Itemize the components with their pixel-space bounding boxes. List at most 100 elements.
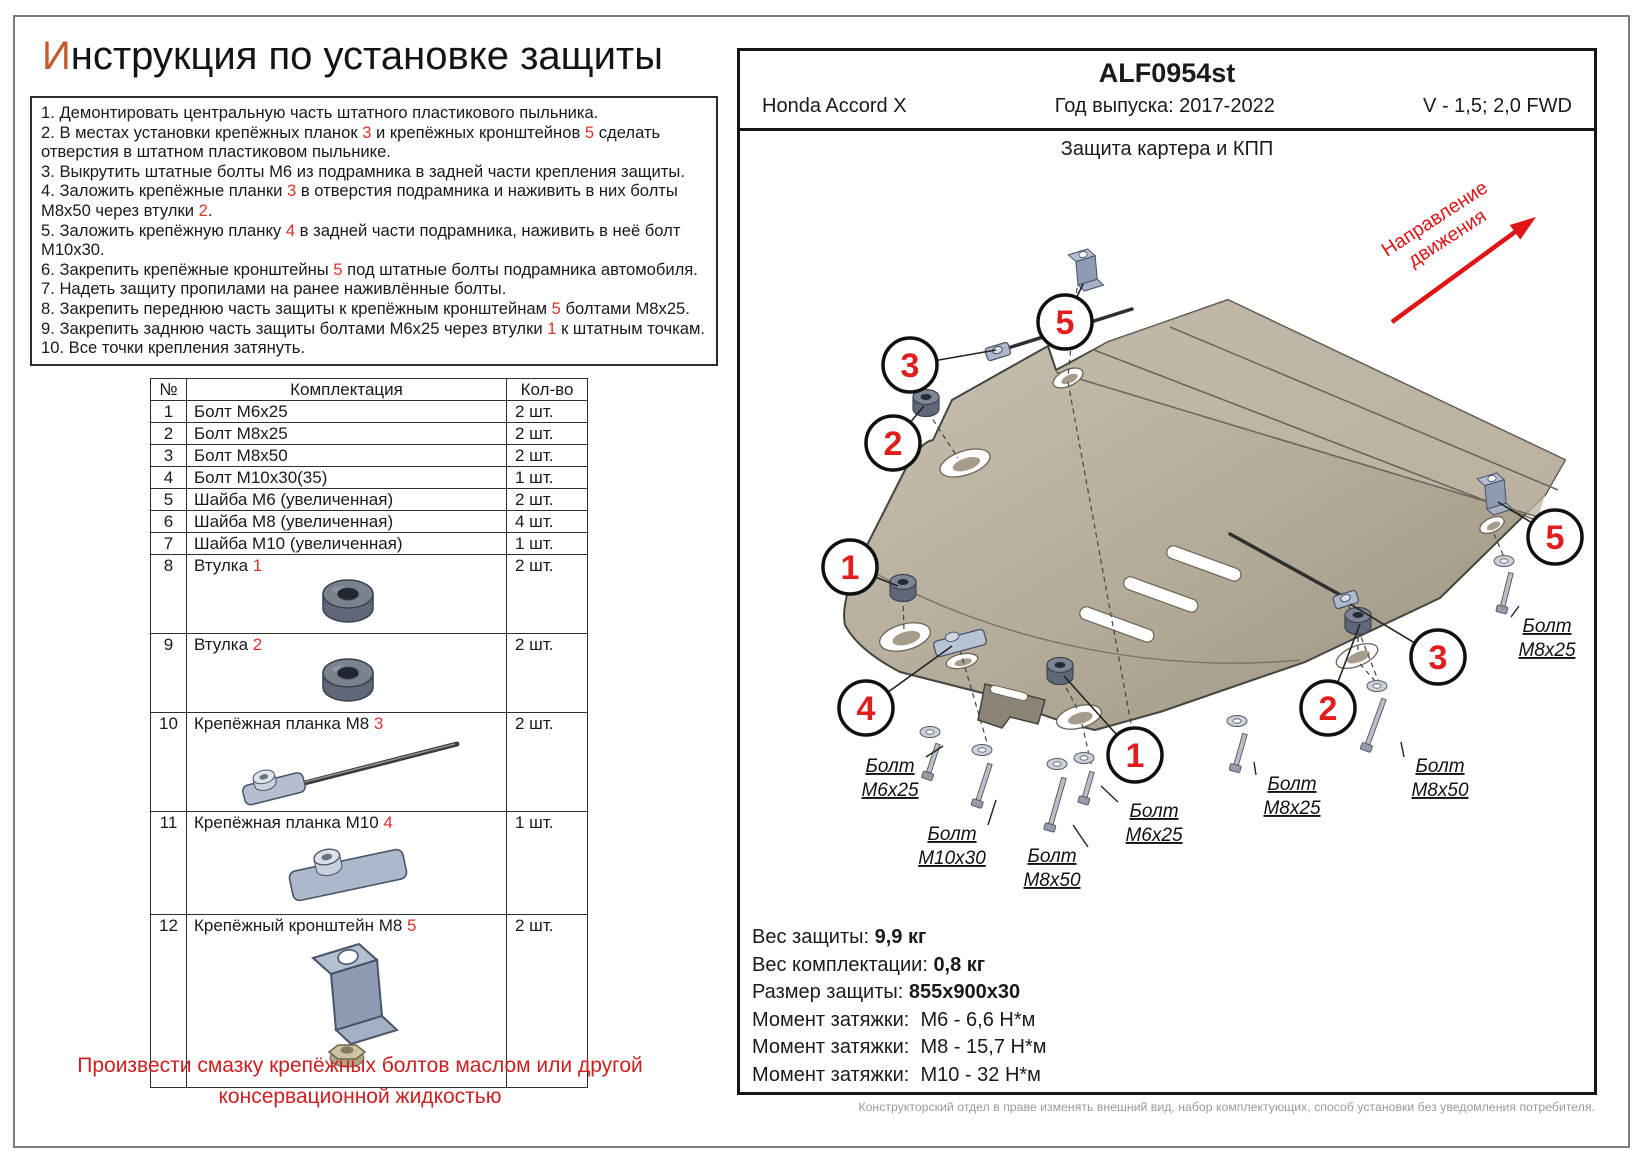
page-title: Инструкция по установке защиты [42, 34, 663, 79]
engine-variant: V - 1,5; 2,0 FWD [1423, 95, 1572, 117]
spec-line: Размер защиты: 855х900х30 [752, 981, 1021, 1003]
part-illustration-strip [194, 734, 502, 811]
bushing-icon [889, 573, 917, 603]
part-number: 4 [150, 466, 187, 489]
callouts: 5 3 2 1 4 1 2 3 5 [821, 283, 1584, 784]
svg-text:Болт: Болт [1522, 616, 1571, 637]
part-name: Болт М8х50 [186, 444, 507, 467]
svg-text:4: 4 [857, 690, 876, 728]
callout-balloon: 5 [1036, 293, 1094, 351]
part-name: Болт М8х25 [186, 422, 507, 445]
parts-column-header: Комплектация [186, 378, 507, 401]
svg-text:1: 1 [1126, 737, 1145, 775]
drawing-subtitle: Защита картера и КПП [1060, 138, 1274, 160]
callout-balloon: 1 [821, 538, 879, 596]
part-illustration-bracket [194, 936, 502, 1087]
title-first-letter: И [42, 34, 71, 78]
svg-text:Болт: Болт [927, 824, 976, 845]
model-header-row: Honda Accord X Год выпуска: 2017-2022 V … [740, 95, 1594, 131]
part-qty: 2 шт. [506, 712, 588, 812]
svg-text:М8х50: М8х50 [1023, 870, 1080, 891]
part-name: Втулка 1 [186, 554, 507, 634]
part-qty: 1 шт. [506, 466, 588, 489]
parts-column-header: № [150, 378, 187, 401]
part-qty: 4 шт. [506, 510, 588, 533]
washer-icon [971, 744, 993, 756]
svg-text:Болт: Болт [1267, 774, 1316, 795]
part-name: Крепёжная планка М10 4 [186, 811, 507, 915]
instruction-line: 4. Заложить крепёжные планки 3 в отверст… [41, 181, 678, 201]
part-number: 10 [150, 712, 187, 812]
svg-text:3: 3 [1429, 639, 1448, 677]
part-qty: 1 шт. [506, 532, 588, 555]
part-name: Шайба М6 (увеличенная) [186, 488, 507, 511]
part-name: Болт М10х30(35) [186, 466, 507, 489]
mount-hole [879, 622, 931, 652]
svg-text:1: 1 [841, 549, 860, 587]
bolt-icon [1043, 776, 1067, 833]
part-number: 1 [150, 400, 187, 423]
svg-text:5: 5 [1546, 519, 1565, 557]
svg-text:Болт: Болт [1415, 756, 1464, 777]
bolt-icon [1228, 732, 1248, 774]
skid-plate-shape [843, 299, 1566, 731]
part-number: 7 [150, 532, 187, 555]
part-name: Втулка 2 [186, 633, 507, 713]
callout-balloon: 3 [881, 336, 939, 394]
svg-text:М8х50: М8х50 [1411, 780, 1468, 801]
callout-balloon: 2 [864, 414, 922, 472]
instruction-line: 5. Заложить крепёжную планку 4 в задней … [41, 220, 681, 240]
lubrication-note: Произвести смазку крепёжных болтов масло… [77, 1054, 643, 1108]
washer-icon [1073, 752, 1095, 764]
spec-line: Момент затяжки: М10 - 32 Н*м [752, 1063, 1041, 1086]
bolt-icon [970, 762, 993, 809]
instruction-line: М8х50 через втулки 2. [41, 200, 213, 220]
mount-hole [945, 652, 979, 670]
instruction-line: 6. Закрепить крепёжные кронштейны 5 под … [41, 259, 698, 279]
svg-text:Болт: Болт [1129, 801, 1178, 822]
part-code: ALF0954st [1098, 58, 1236, 88]
part-illustration-bushing [194, 576, 502, 633]
footer-disclaimer: Конструкторский отдел в праве изменять в… [858, 1100, 1595, 1114]
title-rest: нструкция по установке защиты [70, 34, 663, 78]
instruction-line: 3. Выкрутить штатные болты М6 из подрамн… [41, 161, 685, 181]
spec-line: Вес защиты: 9,9 кг [752, 926, 927, 948]
bushing-icon [1046, 656, 1074, 686]
svg-text:М8х25: М8х25 [1518, 640, 1575, 661]
instruction-line: 1. Демонтировать центральную часть штатн… [41, 103, 599, 122]
part-qty: 2 шт. [506, 400, 588, 423]
instruction-line: 7. Надеть защиту пропилами на ранее нажи… [41, 279, 507, 299]
bolt-icon [1495, 571, 1514, 615]
bracket-icon [1476, 472, 1514, 516]
svg-text:М6х25: М6х25 [1125, 825, 1182, 846]
washer-icon [1366, 680, 1388, 692]
bolt-icon [1359, 697, 1387, 753]
part-illustration-plate [194, 833, 502, 914]
part-number: 5 [150, 488, 187, 511]
part-qty: 2 шт. [506, 633, 588, 713]
svg-text:3: 3 [901, 347, 920, 385]
part-name: Крепёжный кронштейн М8 5 [186, 914, 507, 1088]
mount-hole [939, 448, 991, 478]
instruction-line: 9. Закрепить заднюю часть защиты болтами… [41, 318, 706, 338]
svg-text:5: 5 [1056, 304, 1075, 342]
model-year: Год выпуска: 2017-2022 [1054, 95, 1275, 117]
callout-balloon: 2 [1299, 679, 1357, 737]
installation-steps: 1. Демонтировать центральную часть штатн… [30, 96, 718, 366]
spec-line: Момент затяжки: М6 - 6,6 Н*м [752, 1008, 1036, 1031]
svg-text:Болт: Болт [1027, 846, 1076, 867]
